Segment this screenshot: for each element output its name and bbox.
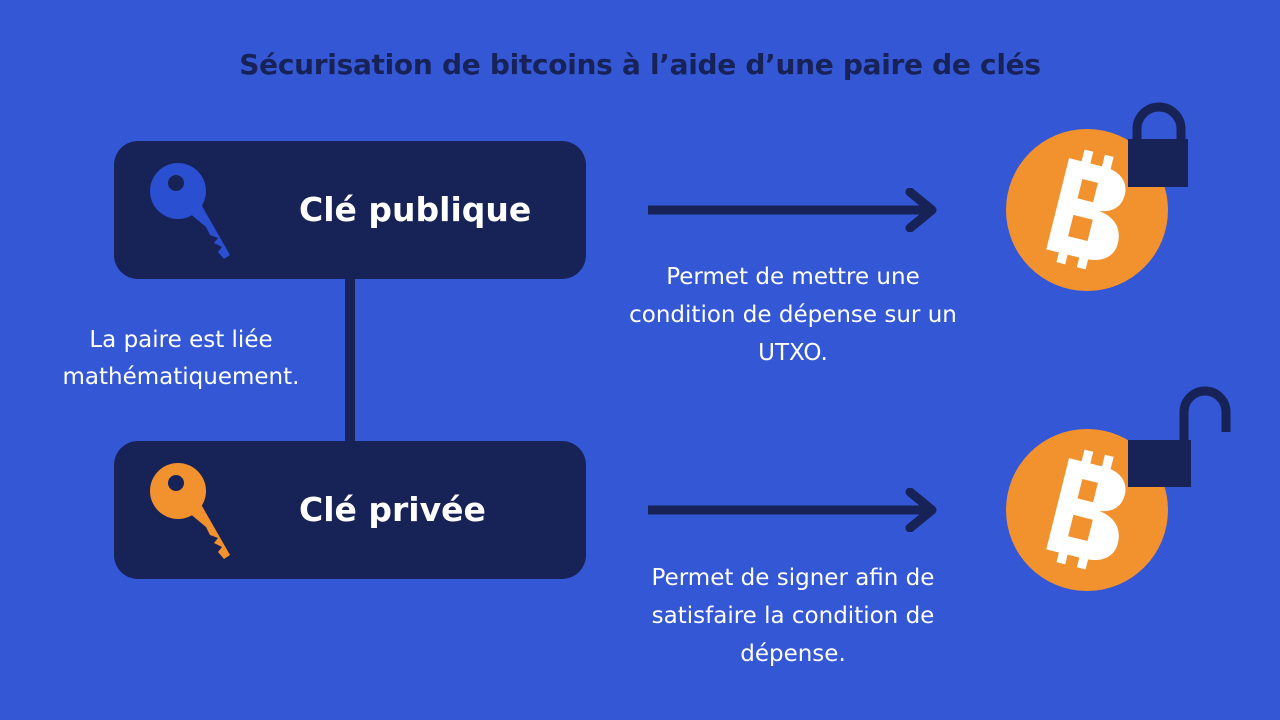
public-key-box: Clé publique [114,141,586,279]
key-icon [150,163,230,259]
diagram-title: Sécurisation de bitcoins à l’aide d’une … [239,48,1041,81]
public-key-description: Permet de mettre une condition de dépens… [629,264,957,366]
arrow-right-icon [648,488,937,532]
key-icon [150,463,230,559]
pair-link-text: La paire est liée mathématiquement. [62,327,300,390]
padlock-unlocked-icon [1128,386,1231,487]
padlock-locked-icon [1128,102,1188,187]
pair-connector-line [345,279,355,441]
bitcoin-symbol-icon [1046,149,1126,270]
private-key-description: Permet de signer afin de satisfaire la c… [651,565,935,667]
private-key-label: Clé privée [299,490,486,529]
bitcoin-locked-icon [1006,102,1188,291]
bitcoin-symbol-icon [1046,449,1126,570]
bitcoin-unlocked-icon [1006,386,1231,591]
private-key-box: Clé privée [114,441,586,579]
arrow-right-icon [648,188,937,232]
public-key-label: Clé publique [299,190,532,229]
